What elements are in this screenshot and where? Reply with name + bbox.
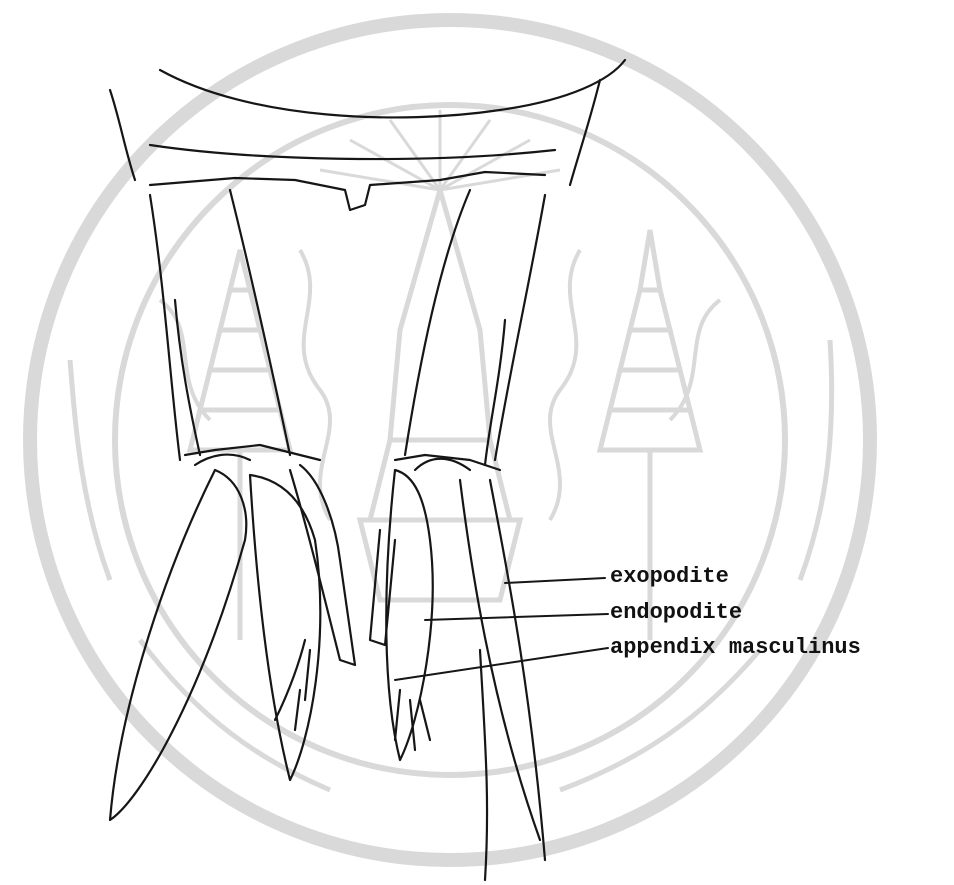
right-protopodite	[395, 190, 545, 470]
label-appendix-masculinus: appendix masculinus	[610, 635, 861, 660]
right-exopodite	[460, 480, 545, 880]
endopodite-leader	[425, 614, 608, 620]
right-endopodite	[370, 470, 433, 760]
label-endopodite: endopodite	[610, 600, 742, 625]
left-endopodite	[250, 465, 355, 780]
seal-sunburst	[320, 110, 560, 190]
seal-left-pagoda	[190, 250, 290, 640]
label-exopodite: exopodite	[610, 564, 729, 589]
body-segment	[110, 60, 625, 210]
exopodite-leader	[505, 578, 605, 583]
